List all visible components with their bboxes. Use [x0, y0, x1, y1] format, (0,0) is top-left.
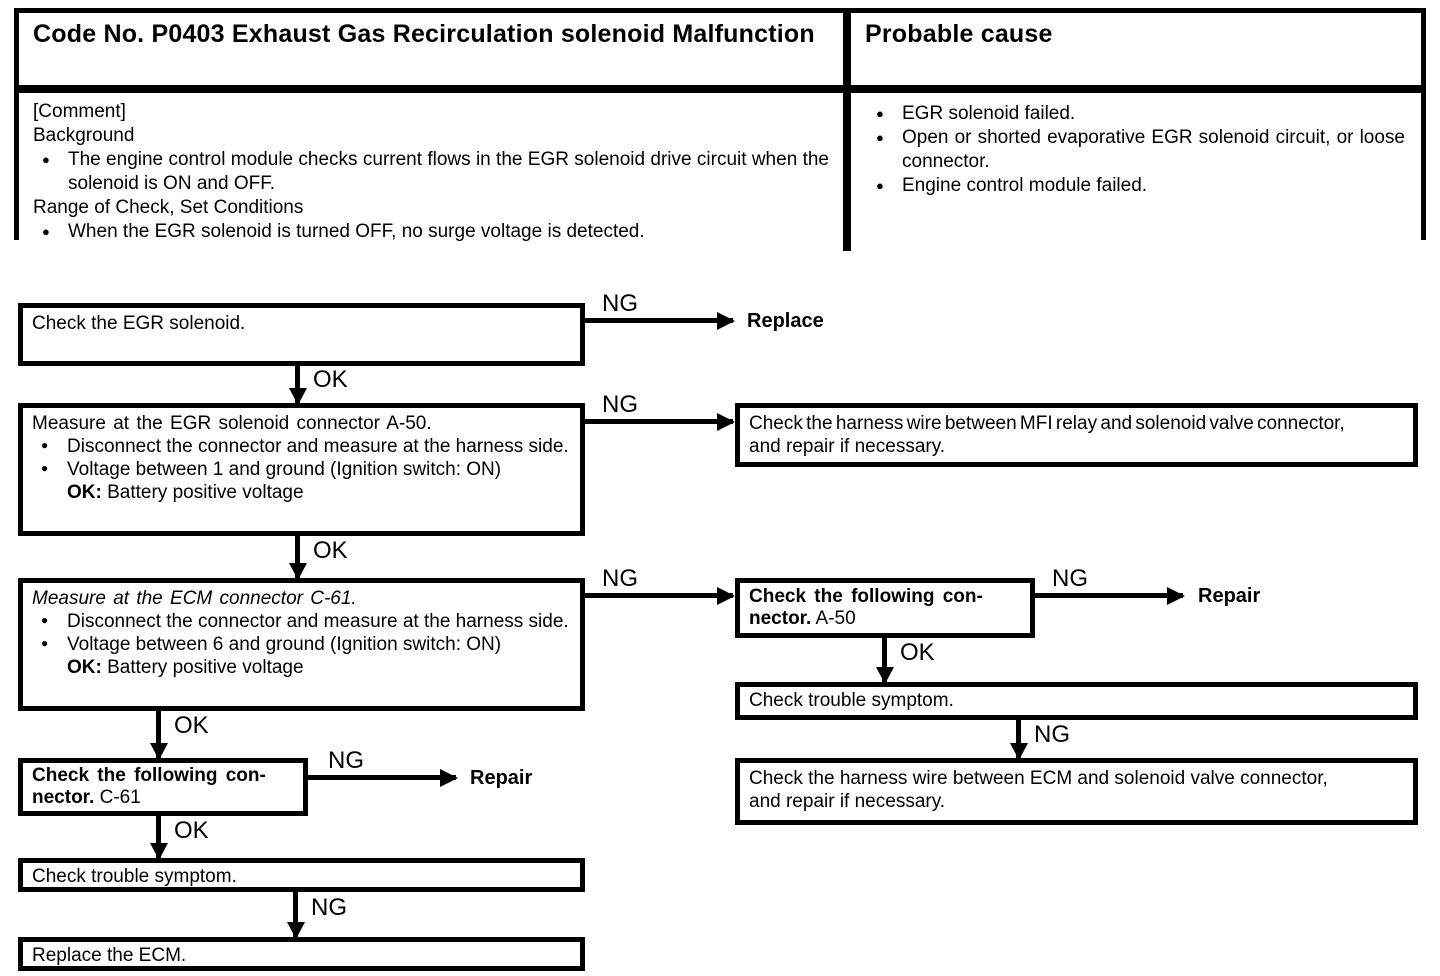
flow-box-check-trouble-symptom-left: Check trouble symptom. [18, 858, 585, 892]
ok-arrow-down-right [875, 638, 894, 684]
ng-arrow-to-mfi-harness [585, 412, 735, 431]
dtc-code-title: Code No. P0403 Exhaust Gas Recirculation… [19, 13, 851, 93]
box-text: Replace the ECM. [32, 945, 187, 966]
ng-label: NG [328, 747, 364, 774]
range-bullet: When the EGR solenoid is turned OFF, no … [33, 220, 829, 244]
flow-box-measure-egr-connector: Measure at the EGR solenoid connector A-… [18, 403, 585, 536]
box-line2: and repair if necessary. [749, 436, 946, 457]
probable-cause-title: Probable cause [851, 13, 1421, 93]
background-bullet: The engine control module checks current… [33, 148, 829, 196]
probable-cause-cell: EGR solenoid failed. Open or shorted eva… [851, 93, 1421, 251]
ng-label: NG [1052, 565, 1088, 592]
box-title: Check the following con- [749, 586, 983, 607]
bullet-item: Voltage between 1 and ground (Ignition s… [32, 457, 571, 504]
box-line1: Check the harness wire between ECM and s… [749, 768, 1328, 789]
box-text: Check trouble symptom. [32, 866, 237, 887]
range-label: Range of Check, Set Conditions [33, 197, 304, 218]
probable-cause-item: Open or shorted evaporative EGR solenoid… [867, 126, 1405, 174]
bullet-item: Disconnect the connector and measure at … [32, 434, 571, 458]
ok-condition: OK: Battery positive voltage [67, 657, 304, 678]
ok-label: OK [174, 712, 209, 739]
probable-cause-item: EGR solenoid failed. [867, 102, 1405, 126]
flow-box-check-egr-solenoid: Check the EGR solenoid. [18, 303, 585, 366]
flow-box-check-connector-a50: Check the following con- nector. A-50 [735, 578, 1035, 638]
terminal-replace: Replace [747, 310, 824, 332]
ng-label: NG [602, 290, 638, 317]
flow-box-measure-ecm-connector: Measure at the ECM connector C-61. Disco… [18, 578, 585, 711]
ok-arrow-down-1 [288, 366, 307, 405]
ng-label: NG [602, 391, 638, 418]
box-title: Measure at the EGR solenoid connector A-… [32, 413, 432, 434]
flow-box-check-harness-ecm: Check the harness wire between ECM and s… [735, 758, 1418, 825]
bullet-item: Voltage between 6 and ground (Ignition s… [32, 632, 571, 679]
box-line2: and repair if necessary. [749, 791, 946, 812]
box-line2: nector. C-61 [32, 787, 141, 808]
ng-label: NG [602, 565, 638, 592]
terminal-repair: Repair [470, 767, 533, 789]
box-title: Check the following con- [32, 765, 266, 786]
ng-arrow-to-replace [585, 311, 735, 330]
box-line1: Check the harness wire between MFI relay… [749, 413, 1345, 434]
background-label: Background [33, 125, 135, 146]
flow-box-check-trouble-symptom-right: Check trouble symptom. [735, 682, 1418, 720]
ok-arrow-down-2 [288, 536, 307, 580]
comment-tag: [Comment] [33, 101, 126, 122]
ng-arrow-to-repair-left [308, 768, 458, 787]
ng-arrow-to-repair-right [1035, 586, 1185, 605]
flow-box-check-harness-mfi: Check the harness wire between MFI relay… [735, 403, 1418, 467]
ok-label: OK [900, 639, 935, 666]
ng-arrow-down-left [286, 892, 305, 939]
terminal-repair: Repair [1198, 585, 1261, 607]
dtc-summary-table: Code No. P0403 Exhaust Gas Recirculation… [14, 8, 1426, 251]
flow-box-replace-ecm: Replace the ECM. [18, 937, 585, 971]
ng-arrow-down-right [1009, 720, 1028, 760]
ok-label: OK [313, 537, 348, 564]
ok-arrow-down-4 [149, 816, 168, 860]
box-text: Check trouble symptom. [749, 690, 954, 711]
box-text: Check the EGR solenoid. [32, 313, 246, 334]
ok-condition: OK: Battery positive voltage [67, 482, 304, 503]
ok-label: OK [174, 817, 209, 844]
box-title: Measure at the ECM connector C-61. [32, 588, 357, 609]
ok-arrow-down-3 [149, 711, 168, 760]
bullet-item: Disconnect the connector and measure at … [32, 609, 571, 633]
box-line2: nector. A-50 [749, 608, 856, 629]
ok-label: OK [313, 366, 348, 393]
ng-label: NG [1034, 721, 1070, 748]
comment-cell: [Comment] Background The engine control … [19, 93, 851, 251]
flow-box-check-connector-c61: Check the following con- nector. C-61 [18, 758, 308, 816]
ng-label: NG [311, 894, 347, 921]
ng-arrow-to-conn-a50 [585, 586, 735, 605]
probable-cause-item: Engine control module failed. [867, 174, 1405, 198]
